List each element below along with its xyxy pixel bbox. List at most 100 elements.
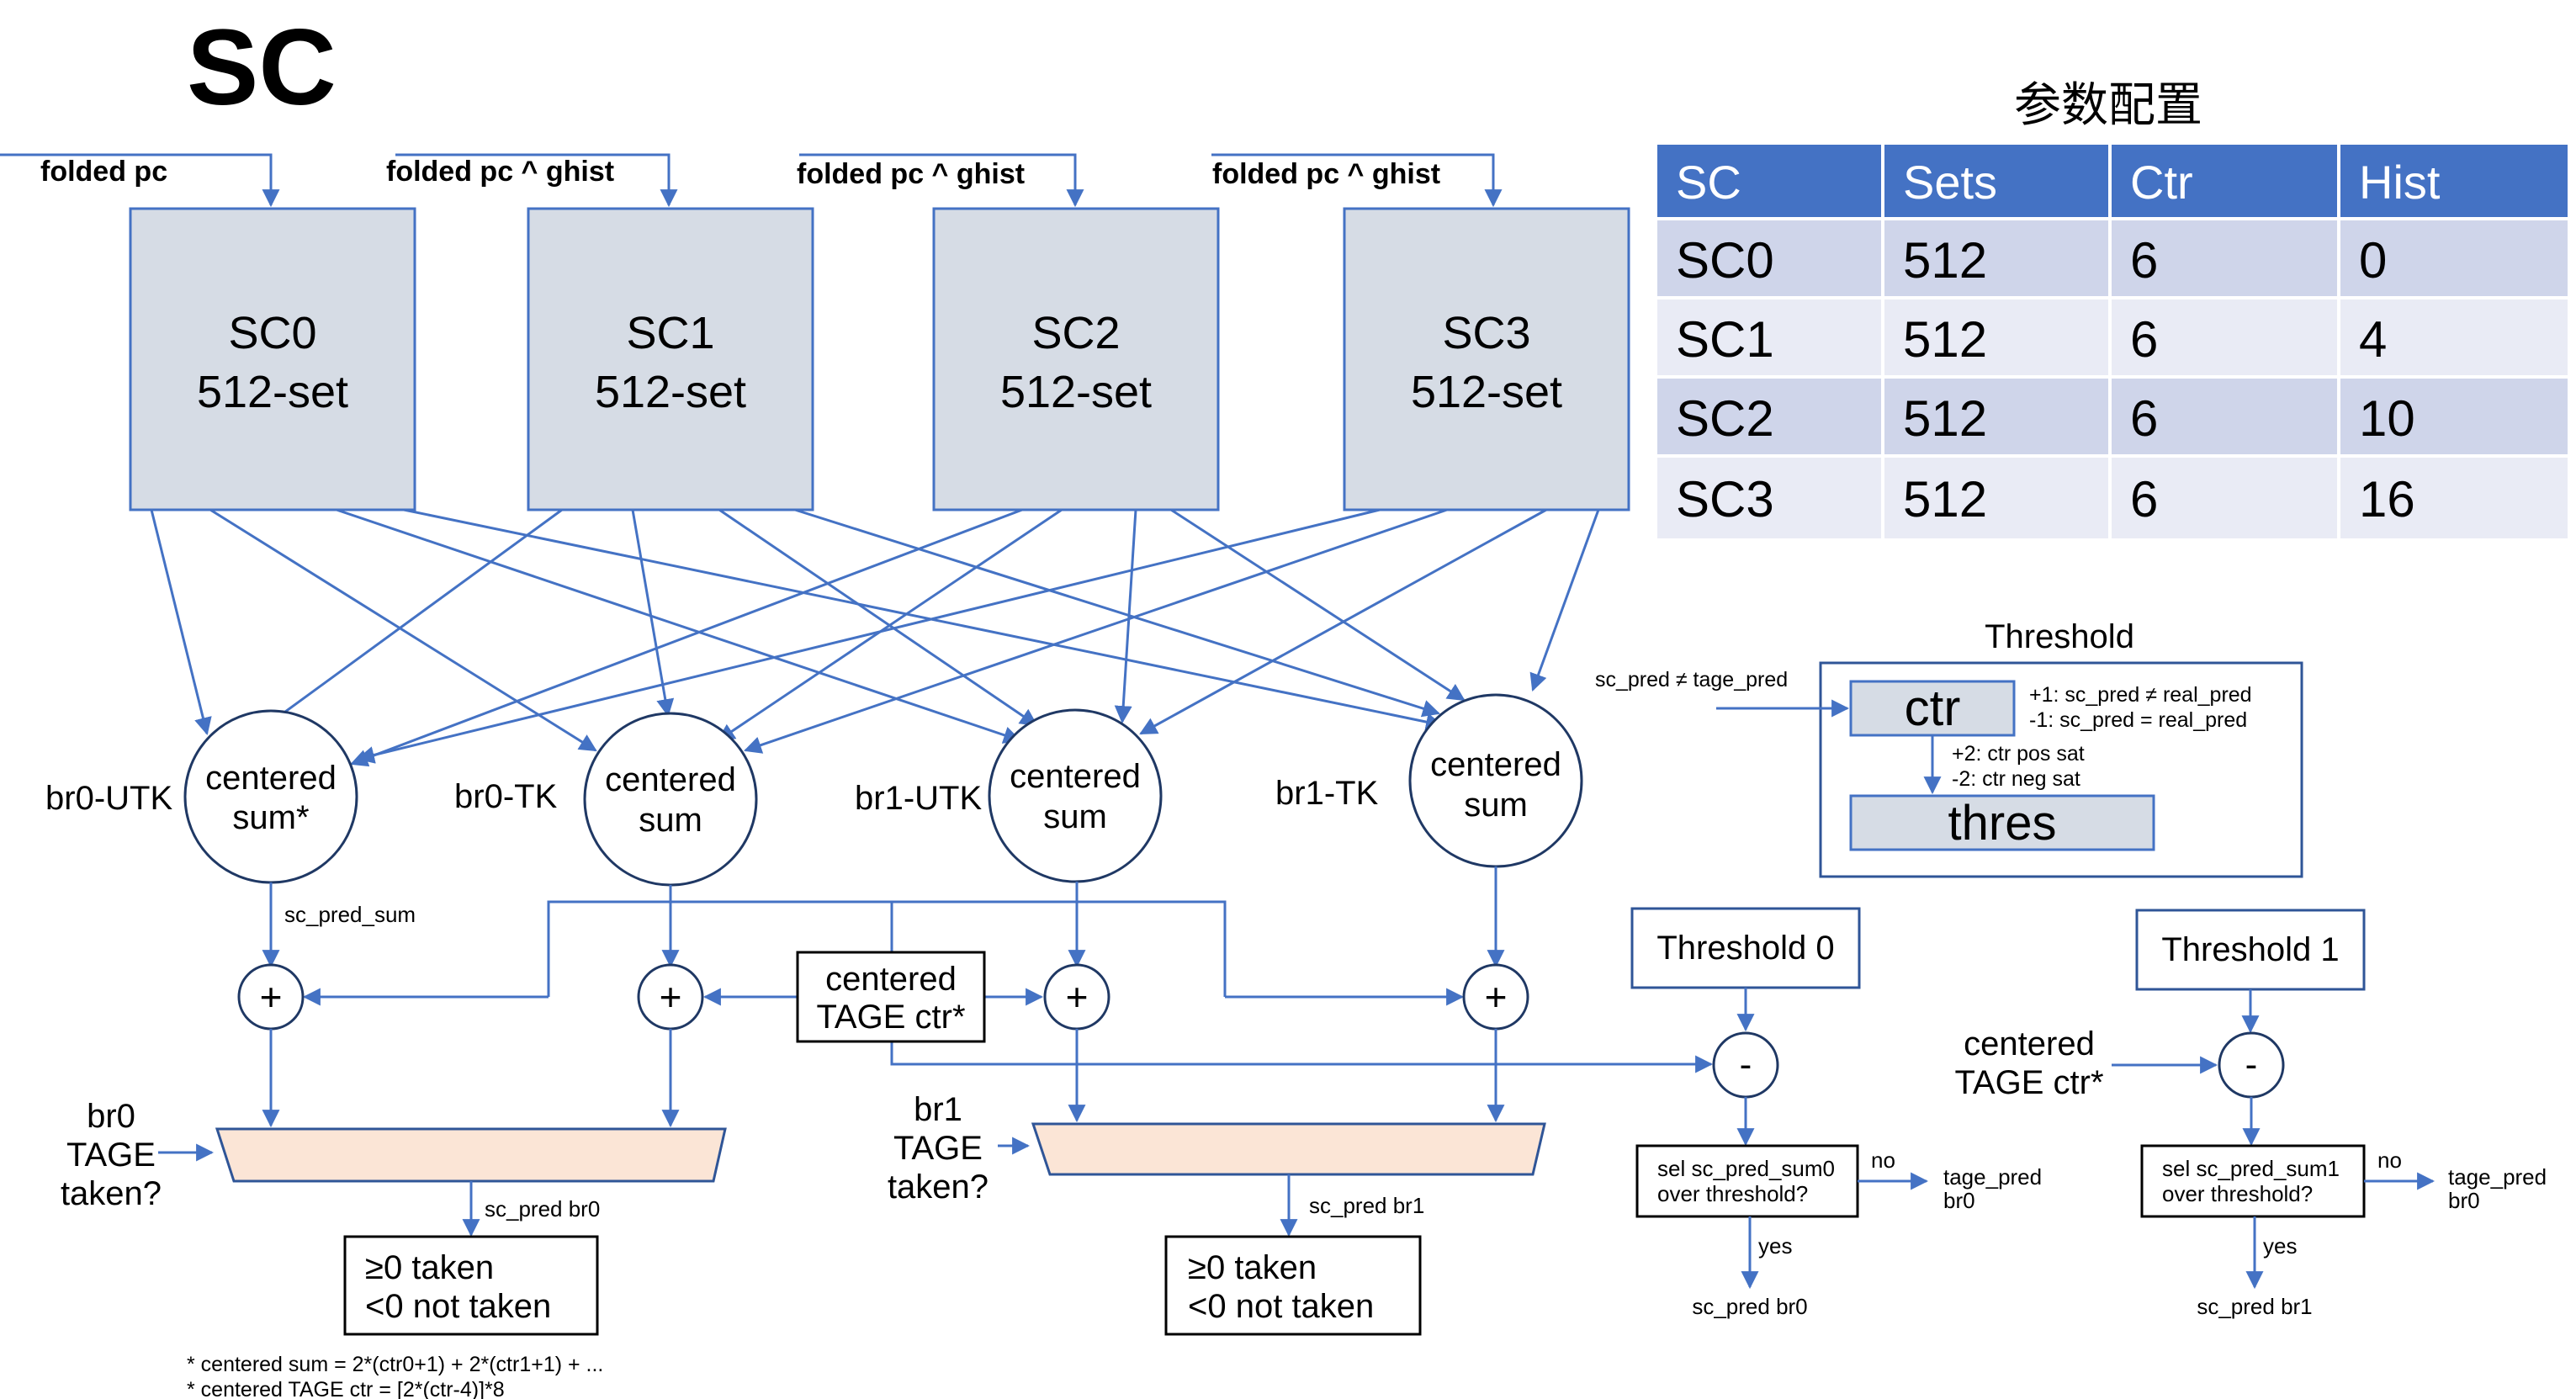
sum-node-br1-tk: centered sum — [1408, 693, 1583, 868]
result-box-br1: ≥0 taken <0 not taken — [1164, 1235, 1422, 1336]
ctr-rule-2: -1: sc_pred = real_pred — [2029, 708, 2247, 732]
threshold-0-label: Threshold 0 — [1656, 930, 1834, 967]
sum-node-br1-utk: centered sum — [988, 708, 1163, 883]
sc-block-0: SC0 512-set — [129, 207, 416, 511]
threshold-check-0: Threshold 0 - sel sc_pred_sum0 over thre… — [1630, 907, 1929, 1290]
thres-rule-2: -2: ctr neg sat — [1952, 767, 2080, 791]
sc-block-name: SC3 — [1442, 308, 1530, 358]
threshold-0-output: sc_pred br0 — [1692, 1294, 1807, 1319]
sc-block-name: SC2 — [1031, 308, 1120, 358]
branch-label-br0-utk: br0-UTK — [45, 780, 172, 817]
tage-box-line2: TAGE ctr* — [816, 999, 965, 1036]
config-cell: 512 — [1903, 390, 1987, 447]
branch-label-br1-utk: br1-UTK — [855, 780, 982, 817]
plus-sign: + — [1066, 975, 1089, 1019]
config-cell: 512 — [1903, 311, 1987, 368]
minus-sign: - — [2245, 1044, 2258, 1085]
threshold-1-output: sc_pred br1 — [2197, 1294, 2312, 1319]
config-column-dividers — [1657, 145, 2568, 538]
config-col-header-sc: SC — [1676, 156, 1741, 209]
config-cell: 0 — [2359, 232, 2387, 289]
adder-3: + — [1462, 963, 1529, 1031]
threshold-1-no: no — [2377, 1147, 2402, 1173]
sc-block-1: SC1 512-set — [527, 207, 814, 511]
mux-br0-select-2: TAGE — [66, 1137, 156, 1174]
config-col-header-ctr: Ctr — [2130, 156, 2193, 209]
crossbar-connections — [150, 508, 1600, 767]
input-label-sc1: folded pc ^ ghist — [386, 156, 614, 188]
input-lines — [0, 153, 1503, 208]
threshold-update-panel: ctr thres — [1716, 661, 2303, 878]
config-cell: 512 — [1903, 232, 1987, 289]
input-label-sc3: folded pc ^ ghist — [1212, 158, 1440, 190]
sum-to-adder-lines — [262, 866, 1505, 968]
config-col-header-hist: Hist — [2359, 156, 2441, 209]
select-1-line1: sel sc_pred_sum1 — [2162, 1156, 2340, 1181]
config-table: SC Sets Ctr Hist SC0 512 6 0 SC1 512 6 4… — [1657, 145, 2568, 538]
sc-block-2: SC2 512-set — [932, 207, 1220, 511]
threshold-0-no-output-1: tage_pred — [1943, 1164, 2042, 1190]
threshold-1-input-2: TAGE ctr* — [1954, 1064, 2103, 1101]
threshold-1-label: Threshold 1 — [2161, 931, 2339, 968]
config-cell: 16 — [2359, 471, 2415, 527]
config-cell: SC0 — [1676, 232, 1774, 289]
config-row-0 — [1657, 220, 2568, 296]
adder-to-mux-lines — [262, 1029, 1505, 1128]
input-label-sc2: folded pc ^ ghist — [797, 158, 1025, 190]
threshold-update-input: sc_pred ≠ tage_pred — [1595, 668, 1788, 692]
sum-line1: centered — [1430, 746, 1561, 783]
config-col-header-sets: Sets — [1903, 156, 1997, 209]
tage-box-line1: centered — [825, 961, 957, 998]
mux-br0-select-1: br0 — [87, 1098, 135, 1135]
sum-line1: centered — [205, 760, 337, 797]
branch-label-br0-tk: br0-TK — [454, 778, 558, 815]
tage-distribution-lines — [302, 900, 1714, 1073]
thres-rule-1: +2: ctr pos sat — [1952, 742, 2085, 766]
config-row-2 — [1657, 379, 2568, 454]
sum-line1: centered — [1010, 758, 1141, 795]
mux-br1 — [998, 1122, 1546, 1237]
select-0-line1: sel sc_pred_sum0 — [1657, 1156, 1835, 1181]
sc-block-name: SC1 — [626, 308, 714, 358]
sum-line1: centered — [605, 761, 736, 798]
sc-block-name: SC0 — [228, 308, 316, 358]
select-box-1 — [2140, 1144, 2366, 1218]
input-label-sc0: folded pc — [40, 156, 167, 188]
sc-block-size: 512-set — [197, 367, 348, 417]
adder-0: + — [237, 963, 305, 1031]
centered-tage-ctr-box: centered TAGE ctr* — [796, 951, 986, 1043]
diagram-title: SC — [187, 8, 337, 128]
threshold-0-yes: yes — [1758, 1233, 1792, 1259]
mux-br1-select-2: TAGE — [893, 1130, 983, 1167]
adder-2: + — [1043, 963, 1110, 1031]
mux-br0-output-label: sc_pred br0 — [485, 1196, 600, 1221]
config-cell: 6 — [2130, 390, 2158, 447]
sc-pred-sum-label: sc_pred_sum — [284, 902, 416, 927]
config-cell: 512 — [1903, 471, 1987, 527]
threshold-check-1: Threshold 1 - sel sc_pred_sum1 over thre… — [2112, 909, 2436, 1290]
threshold-update-title: Threshold — [1985, 618, 2134, 655]
ctr-rule-1: +1: sc_pred ≠ real_pred — [2029, 683, 2252, 707]
minus-sign: - — [1740, 1044, 1752, 1085]
config-cell: 6 — [2130, 471, 2158, 527]
ctr-register-label: ctr — [1905, 680, 1961, 736]
plus-sign: + — [1485, 975, 1508, 1019]
sum-node-br0-tk: centered sum — [583, 712, 758, 887]
config-header-row — [1657, 145, 2568, 217]
config-row-1 — [1657, 299, 2568, 375]
config-row-3 — [1657, 458, 2568, 538]
mux-br1-output-label: sc_pred br1 — [1309, 1193, 1424, 1218]
threshold-1-yes: yes — [2263, 1233, 2297, 1259]
sum-line2: sum — [1043, 798, 1107, 835]
thres-register — [1849, 794, 2155, 851]
threshold-1-box — [2135, 909, 2366, 991]
mux-br0-select-3: taken? — [61, 1175, 162, 1212]
sc-block-size: 512-set — [1411, 367, 1562, 417]
config-cell: 4 — [2359, 311, 2387, 368]
sum-line2: sum — [639, 802, 702, 839]
result-line1: ≥0 taken — [1188, 1249, 1317, 1286]
footnote-2: * centered TAGE ctr = [2*(ctr-4)]*8 — [187, 1378, 505, 1399]
config-cell: SC3 — [1676, 471, 1774, 527]
plus-sign: + — [260, 975, 283, 1019]
config-cell: 6 — [2130, 311, 2158, 368]
